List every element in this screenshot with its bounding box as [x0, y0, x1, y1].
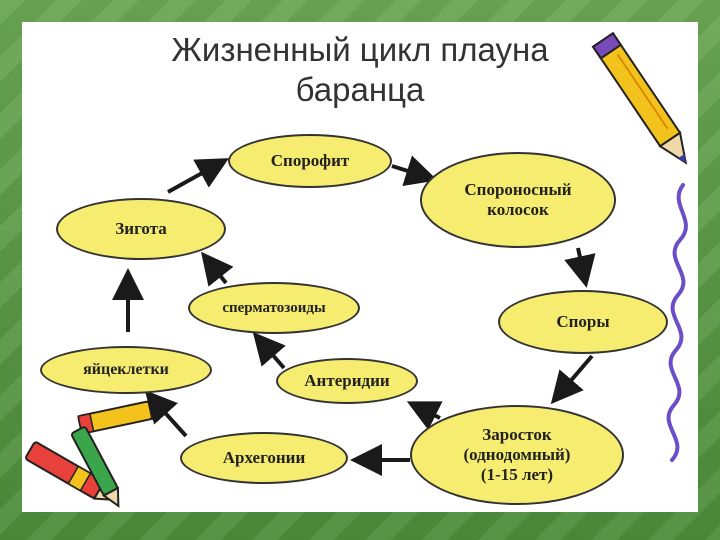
arrow-spike-to-spores: [564, 247, 596, 288]
arrow-prothallus-to-antheridia: [406, 401, 443, 431]
node-sporophyte: Спорофит: [228, 134, 392, 188]
node-spike-label-1: Спороносный: [464, 180, 572, 199]
arrow-archegonia-to-eggs: [144, 390, 188, 438]
node-archegonia-label: Архегонии: [222, 448, 306, 467]
node-zygote: Зигота: [56, 198, 226, 260]
arrow-antheridia-to-spermatozoa: [252, 331, 286, 370]
node-prothallus-label-3: (1-15 лет): [480, 465, 554, 484]
node-spermatozoa-label: сперматозоиды: [222, 300, 326, 316]
node-prothallus-label-1: Заросток: [482, 425, 552, 444]
node-antheridia-label: Антеридии: [304, 371, 390, 390]
node-sporangium-spike: Спороносный колосок: [420, 152, 616, 248]
node-spores: Споры: [498, 290, 668, 354]
diagram-title: Жизненный цикл плауна баранца: [0, 30, 720, 110]
node-spike-label-2: колосок: [487, 200, 549, 219]
arrow-spores-to-prothallus: [550, 354, 594, 405]
title-line-1: Жизненный цикл плауна: [171, 31, 549, 68]
arrow-spermatozoa-to-zygote: [201, 251, 234, 287]
arrow-sporophyte-to-spike: [391, 155, 438, 187]
node-eggs-label: яйцеклетки: [83, 361, 169, 378]
arrow-zygote-to-sporophyte: [167, 158, 229, 194]
node-sporophyte-label: Спорофит: [270, 151, 350, 170]
node-prothallus: Заросток (однодомный) (1-15 лет): [410, 405, 624, 505]
node-antheridia: Антеридии: [276, 358, 418, 404]
node-spermatozoa: сперматозоиды: [188, 282, 360, 334]
node-prothallus-label-2: (однодомный): [463, 445, 571, 464]
node-archegonia: Архегонии: [180, 432, 348, 484]
title-line-2: баранца: [295, 71, 425, 108]
node-zygote-label: Зигота: [115, 219, 167, 238]
node-eggs: яйцеклетки: [40, 346, 212, 394]
node-spores-label: Споры: [556, 312, 610, 331]
